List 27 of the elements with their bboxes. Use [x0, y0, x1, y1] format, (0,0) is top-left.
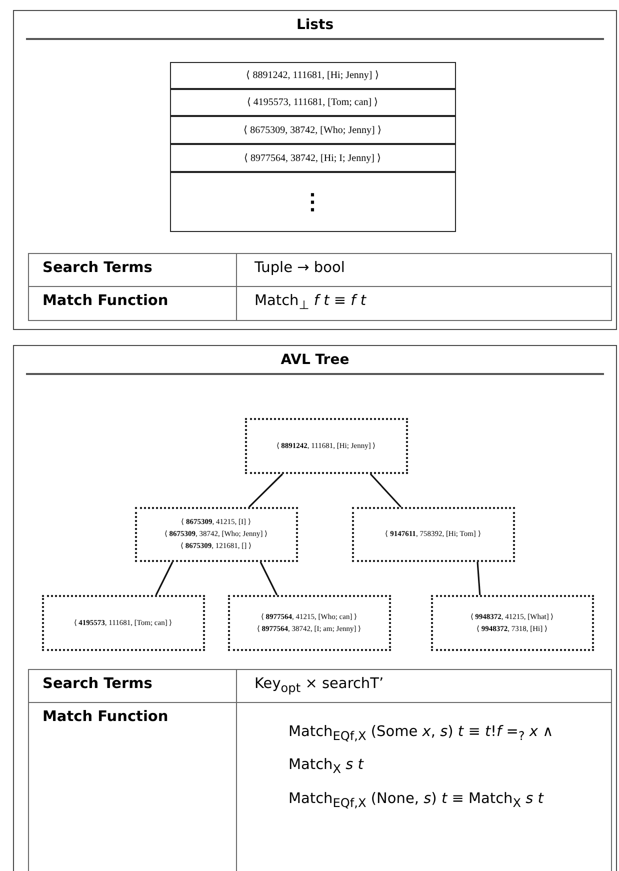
tree-node	[244, 418, 408, 474]
list-entry: ⟨ 8891242, 111681, [Hi; Jenny] ⟩	[170, 62, 456, 88]
table-cell: Tuple → bool	[236, 252, 612, 286]
formula-text: Match$_{EQf,X}$ (None, s) t ≡ Match$_{X}$ s t	[288, 790, 545, 812]
tree-edge	[476, 562, 481, 596]
table-cell: Match$_{⊥}$ f t ≡ f t	[236, 286, 612, 320]
tree-edge	[260, 562, 278, 596]
tree-edge	[155, 562, 174, 596]
tree-node	[228, 594, 390, 650]
tree-edge	[248, 473, 284, 508]
list-entry: ⟨ 8977564, 38742, [Hi; I; Jenny] ⟩	[170, 144, 456, 172]
diagram-panel	[13, 10, 617, 330]
tree-node	[352, 506, 514, 562]
tree-node	[42, 594, 204, 650]
tree-node	[134, 506, 298, 562]
table-cell: Key$_{opt}$ × searchT’	[236, 668, 612, 702]
list-entry: ⋮	[170, 172, 456, 232]
panel-title: AVL Tree	[280, 352, 350, 368]
tree-edge	[370, 473, 402, 508]
panel-title: Lists	[295, 17, 335, 33]
diagram-panel	[13, 345, 617, 871]
header-cell: Match Function	[28, 286, 236, 320]
header-cell: Search Terms	[28, 252, 236, 286]
tree-node	[430, 594, 594, 650]
header-cell: Search Terms	[28, 668, 236, 702]
list-entry: ⟨ 8675309, 38742, [Who; Jenny] ⟩	[170, 116, 456, 144]
list-entry: ⟨ 4195573, 111681, [Tom; can] ⟩	[170, 88, 456, 116]
